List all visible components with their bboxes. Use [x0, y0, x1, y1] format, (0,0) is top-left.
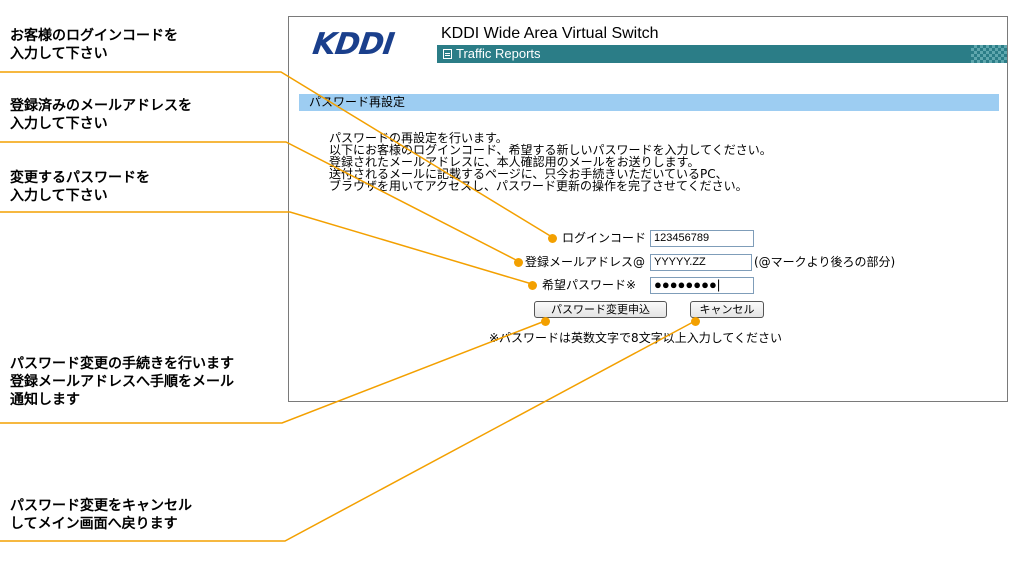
- annotation-apply: パスワード変更の手続きを行います 登録メールアドレスへ手順をメール 通知します: [10, 355, 234, 409]
- cancel-button[interactable]: キャンセル: [690, 301, 764, 318]
- annotation-line: パスワード変更の手続きを行います: [10, 356, 234, 372]
- login-code-input[interactable]: 123456789: [650, 230, 754, 247]
- document-icon: [443, 49, 452, 59]
- section-title: パスワード再設定: [299, 94, 999, 111]
- annotation-line: してメイン画面へ戻ります: [10, 516, 178, 532]
- header-subtitle: Traffic Reports: [456, 46, 541, 61]
- callout-marker-apply: [541, 317, 550, 326]
- mail-address-label-text: 登録メールアドレス@: [525, 255, 646, 269]
- callout-marker-mail: [514, 258, 523, 267]
- new-password-input[interactable]: ●●●●●●●●|: [650, 277, 754, 294]
- checker-pattern-decoration: [971, 45, 1007, 63]
- description-text: パスワードの再設定を行います。 以下にお客様のログインコード、希望する新しいパス…: [329, 132, 772, 192]
- login-code-label: ログインコード: [562, 229, 646, 247]
- callout-marker-password: [528, 281, 537, 290]
- annotation-line: 通知します: [10, 392, 80, 408]
- callout-marker-login: [548, 234, 557, 243]
- annotation-login-code: お客様のログインコードを 入力して下さい: [10, 27, 178, 63]
- mail-address-label: 登録メールアドレス@: [525, 253, 645, 271]
- password-rule-note: ※パスワードは英数文字で8文字以上入力してください: [489, 331, 782, 345]
- annotation-line: 登録メールアドレスへ手順をメール: [10, 374, 234, 390]
- annotation-line: 入力して下さい: [10, 46, 108, 62]
- apply-password-change-button[interactable]: パスワード変更申込: [534, 301, 667, 318]
- mail-domain-hint: (@マークより後ろの部分): [754, 255, 896, 269]
- annotation-line: お客様のログインコードを: [10, 28, 178, 44]
- annotation-line: 入力して下さい: [10, 188, 108, 204]
- annotation-line: 入力して下さい: [10, 116, 108, 132]
- annotation-cancel: パスワード変更をキャンセル してメイン画面へ戻ります: [10, 497, 192, 533]
- login-code-label-text: ログインコード: [562, 231, 647, 245]
- mail-domain-input[interactable]: YYYYY.ZZ: [650, 254, 752, 271]
- password-label-text: 希望パスワード※: [542, 278, 637, 292]
- annotation-new-password: 変更するパスワードを 入力して下さい: [10, 169, 150, 205]
- callout-marker-cancel: [691, 317, 700, 326]
- annotation-line: 変更するパスワードを: [10, 170, 150, 186]
- kddi-logo: KDDI: [310, 27, 396, 62]
- description-line: ブラウザを用いてアクセスし、パスワード更新の操作を完了させてください。: [329, 179, 748, 193]
- password-label: 希望パスワード※: [542, 276, 636, 294]
- annotation-mail-address: 登録済みのメールアドレスを 入力して下さい: [10, 97, 192, 133]
- app-title: KDDI Wide Area Virtual Switch: [441, 25, 659, 42]
- annotation-line: パスワード変更をキャンセル: [10, 498, 192, 514]
- annotation-line: 登録済みのメールアドレスを: [10, 98, 192, 114]
- app-window: KDDI KDDI Wide Area Virtual Switch Traff…: [288, 16, 1008, 402]
- traffic-reports-header: Traffic Reports: [437, 45, 1007, 63]
